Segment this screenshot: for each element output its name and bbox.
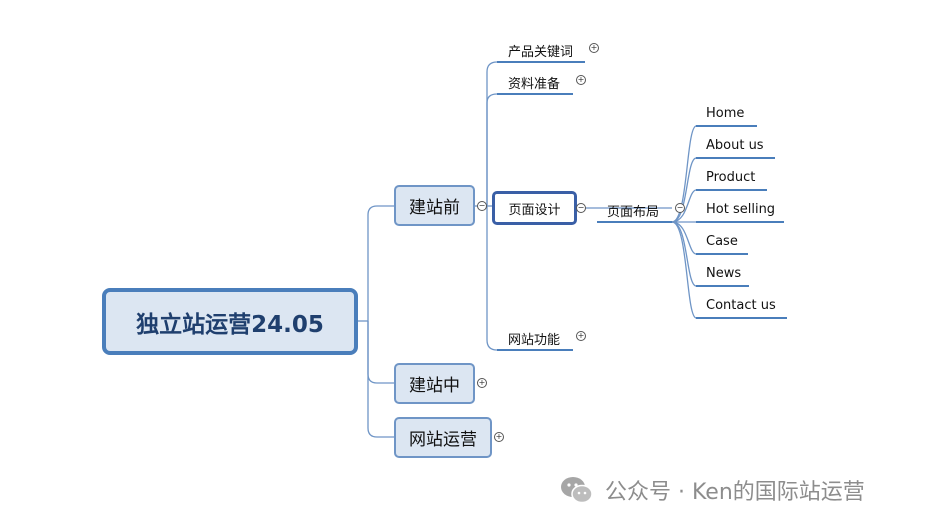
topic-during-building[interactable]: 建站中 [394, 363, 475, 404]
expand-toggle-operation[interactable]: + [494, 432, 504, 442]
topic-product-keywords[interactable]: 产品关键词 [508, 45, 574, 60]
expand-toggle-keywords[interactable]: + [589, 43, 599, 53]
expand-toggle-materials[interactable]: + [576, 75, 586, 85]
layout-item[interactable]: Case [706, 234, 738, 249]
watermark-text: 公众号 · Ken的国际站运营 [605, 480, 865, 505]
layout-item[interactable]: Contact us [706, 298, 776, 313]
watermark: 公众号 · Ken的国际站运营 [559, 474, 865, 506]
topic-page-layout[interactable]: 页面布局 [607, 205, 660, 220]
root-topic-label: 独立站运营24.05 [136, 311, 324, 338]
topic-site-operation[interactable]: 网站运营 [394, 417, 492, 458]
layout-item[interactable]: Hot selling [706, 202, 776, 217]
expand-toggle-site-function[interactable]: + [576, 331, 586, 341]
topic-material-prep[interactable]: 资料准备 [508, 77, 561, 92]
root-topic[interactable]: 独立站运营24.05 [102, 288, 358, 355]
layout-item[interactable]: Product [706, 170, 756, 185]
collapse-toggle-before[interactable]: − [477, 201, 487, 211]
layout-item[interactable]: News [706, 266, 742, 281]
topic-page-design-label: 页面设计 [508, 202, 561, 218]
topic-before-building-label: 建站前 [409, 198, 460, 218]
topic-during-building-label: 建站中 [409, 376, 460, 396]
topic-site-function[interactable]: 网站功能 [508, 333, 561, 348]
expand-toggle-during[interactable]: + [477, 378, 487, 388]
topic-site-operation-label: 网站运营 [409, 430, 477, 450]
layout-item[interactable]: Home [706, 106, 745, 121]
wechat-icon [561, 477, 593, 504]
topic-page-design[interactable]: 页面设计 [492, 191, 577, 225]
collapse-toggle-page-layout[interactable]: − [675, 203, 685, 213]
layout-item[interactable]: About us [706, 138, 764, 153]
topic-before-building[interactable]: 建站前 [394, 185, 475, 226]
collapse-toggle-page-design[interactable]: − [576, 203, 586, 213]
